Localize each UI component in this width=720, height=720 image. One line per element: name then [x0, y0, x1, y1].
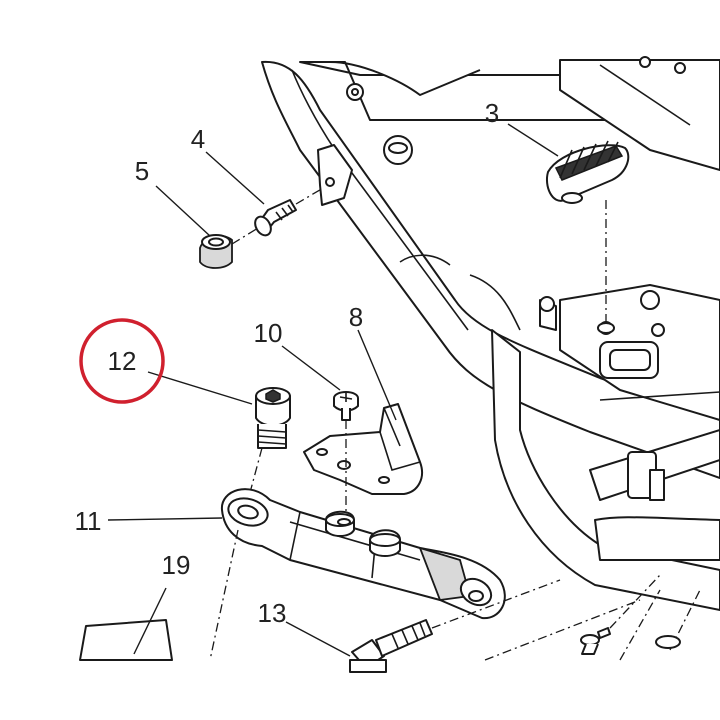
leader-lines [107, 123, 559, 657]
frame-lower-rails [491, 329, 720, 611]
part-11-tie-rod [220, 488, 506, 620]
footpeg-mount-hole [597, 322, 615, 334]
frame-bracket-pin-mount [317, 144, 353, 206]
part-10-screw [333, 391, 359, 421]
axis-lines-lower-right [484, 574, 701, 661]
callout-3: 3 [485, 98, 499, 128]
callout-10: 10 [254, 318, 283, 348]
part-13-bolt [349, 619, 433, 673]
callout-8: 8 [349, 302, 363, 332]
axis-line-bolt-13 [431, 579, 561, 629]
highlight-circle-part-12 [79, 318, 165, 404]
callout-12: 12 [108, 346, 137, 376]
small-screw-lower-right [580, 627, 611, 655]
part-4-pin [254, 199, 297, 237]
callout-11: 11 [75, 506, 102, 536]
axis-line-tie-rod [209, 529, 239, 661]
frame-right-structure [539, 56, 720, 421]
callout-19: 19 [162, 550, 191, 580]
callout-5: 5 [135, 156, 149, 186]
part-5-cap-nut [199, 234, 233, 269]
callout-4: 4 [191, 124, 205, 154]
part-8-bracket [303, 403, 423, 495]
lower-right-fitting [655, 635, 681, 649]
part-12-socket-bolt [255, 387, 291, 449]
callout-13: 13 [258, 598, 287, 628]
part-3-footpeg [546, 140, 630, 204]
part-19-label-plate [79, 619, 173, 661]
